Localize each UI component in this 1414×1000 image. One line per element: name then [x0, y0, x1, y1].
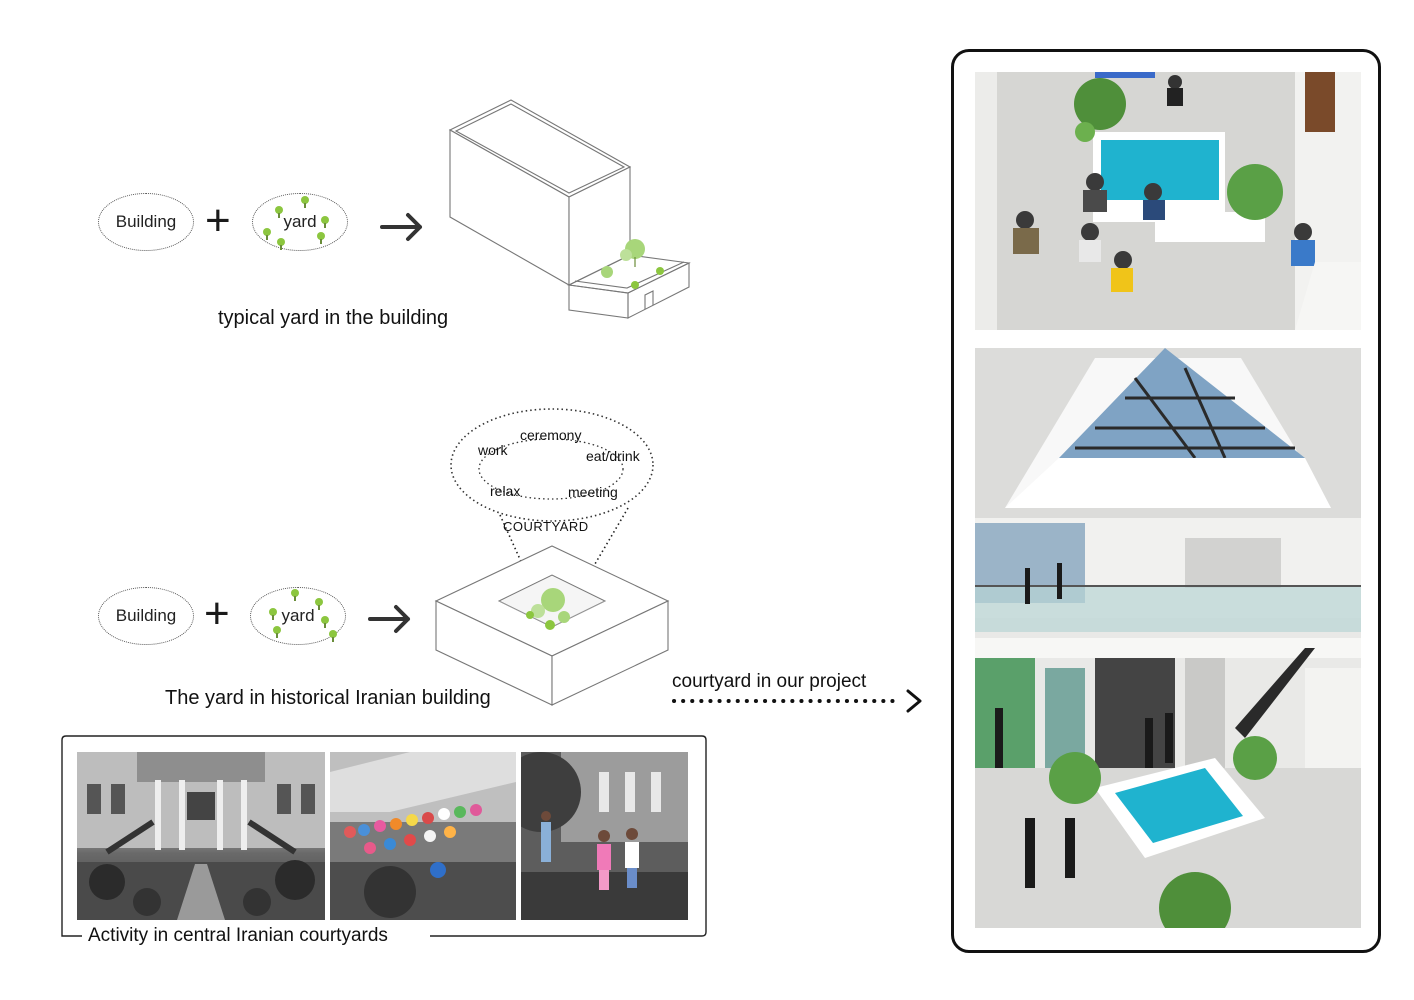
tree-icon: [329, 630, 337, 642]
word-ceremony: ceremony: [520, 427, 581, 443]
tree-icon: [269, 608, 277, 620]
word-eat-drink: eat/drink: [586, 448, 641, 464]
tree-icon: [321, 216, 329, 228]
photo-strip-frame: [61, 735, 707, 937]
tree-icon: [277, 238, 285, 250]
word-work: work: [477, 442, 509, 458]
courtyard-gathering-photo: [330, 752, 516, 920]
tree-icon: [315, 598, 323, 610]
arrow-right-icon-1: [380, 213, 422, 241]
building-label-1: Building: [115, 212, 177, 231]
historical-courtyard-photo: [77, 752, 325, 920]
photo-strip-caption: Activity in central Iranian courtyards: [84, 925, 392, 947]
yard-oval-2: yard: [250, 587, 346, 645]
arrow-right-icon-2: [368, 605, 410, 633]
tree-icon: [263, 228, 271, 240]
tree-icon: [291, 589, 299, 601]
plus-sign-1: +: [205, 196, 231, 245]
word-relax: relax: [490, 483, 520, 499]
caption-historical-yard: The yard in historical Iranian building: [165, 687, 491, 709]
tree-icon: [273, 626, 281, 638]
courtyard-building-isometric: [434, 545, 670, 706]
building-label-2: Building: [115, 606, 177, 625]
tree-icon: [275, 206, 283, 218]
yard-label-1: yard: [283, 212, 317, 231]
plus-sign-2: +: [204, 589, 230, 638]
tree-icon: [317, 232, 325, 244]
project-aerial-photo: [975, 72, 1361, 330]
building-oval-2: Building: [98, 587, 194, 645]
arrow-label: courtyard in our project: [672, 671, 867, 692]
tree-icon: [321, 616, 329, 628]
building-oval-1: Building: [98, 193, 194, 251]
yard-label-2: yard: [281, 606, 315, 625]
dotted-arrow-icon: [672, 689, 922, 713]
yard-oval-1: yard: [252, 193, 348, 251]
tree-icon: [301, 196, 309, 208]
building-yard-isometric: [448, 99, 691, 319]
word-meeting: meeting: [568, 484, 618, 500]
courtyard-label: COURTYARD: [503, 519, 589, 534]
caption-typical-yard: typical yard in the building: [218, 307, 449, 329]
children-courtyard-photo: [521, 752, 688, 920]
project-atrium-photo: [975, 348, 1361, 928]
